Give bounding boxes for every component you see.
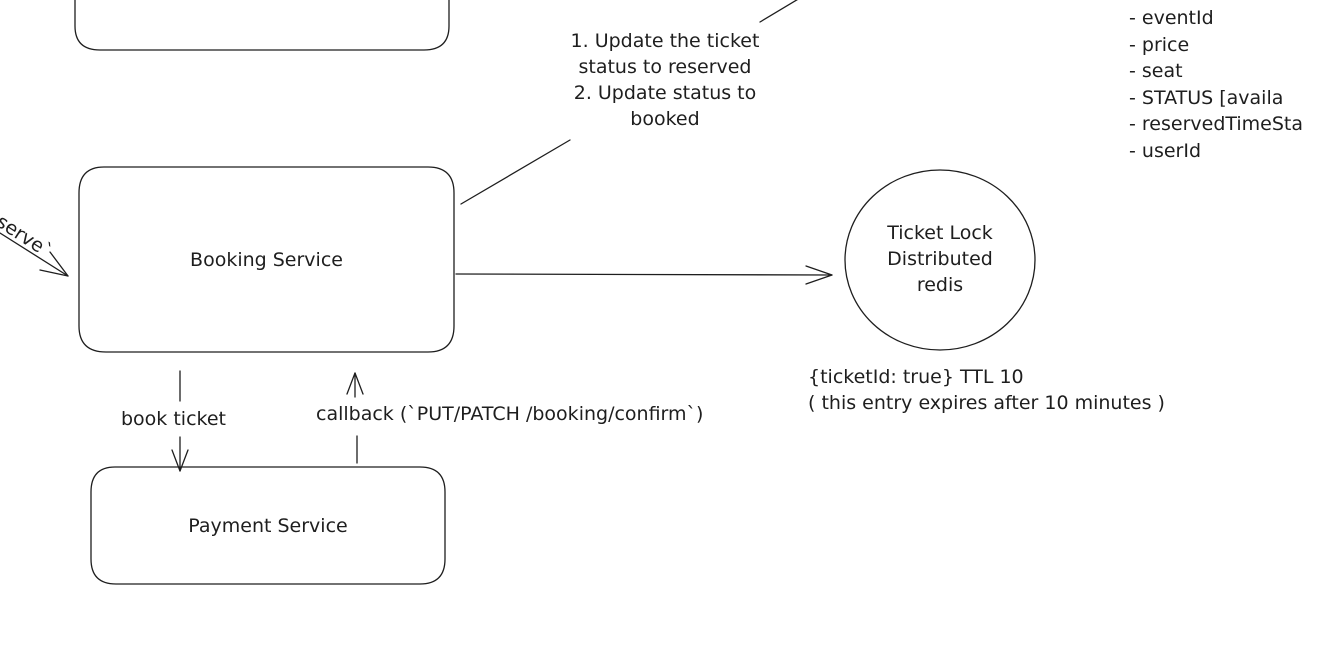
- callback-label: callback (`PUT/PATCH /booking/confirm`): [316, 403, 704, 425]
- db-update-line-1: 1. Update the ticket: [570, 30, 760, 52]
- payment-service-label: Payment Service: [188, 515, 348, 537]
- booking-service-label: Booking Service: [190, 249, 343, 271]
- callback-arrowhead: [346, 372, 364, 395]
- ticket-schema: - eventId - price - seat - STATUS [avail…: [1129, 5, 1318, 164]
- lock-entry-annotation: {ticketId: true} TTL 10: [808, 366, 1024, 388]
- ticket-lock-circle[interactable]: [844, 169, 1036, 351]
- db-line-lower[interactable]: [460, 139, 571, 205]
- schema-field-event-id: - eventId: [1129, 7, 1214, 29]
- book-ticket-arrowhead: [171, 449, 189, 472]
- lock-expiry-annotation: ( this entry expires after 10 minutes ): [808, 392, 1165, 414]
- reserve-arrow[interactable]: [0, 232, 69, 277]
- ticket-lock-line-1: Ticket Lock: [887, 222, 993, 244]
- db-update-line-3: 2. Update status to: [573, 82, 757, 104]
- lock-arrowhead: [805, 265, 833, 285]
- schema-field-reserved-timestamp: - reservedTimeSta: [1129, 113, 1304, 135]
- book-ticket-label: book ticket: [121, 408, 226, 430]
- lock-arrow[interactable]: [455, 273, 833, 276]
- schema-field-seat: - seat: [1129, 60, 1183, 82]
- schema-field-user-id: - userId: [1129, 139, 1202, 162]
- db-update-line-4: booked: [630, 108, 700, 130]
- schema-field-status: - STATUS [availa: [1129, 86, 1284, 109]
- ticket-lock-line-2: Distributed: [887, 248, 993, 270]
- schema-field-price: - price: [1129, 33, 1190, 56]
- top-service-box[interactable]: [74, 0, 450, 51]
- booking-service-box[interactable]: [78, 166, 455, 353]
- payment-service-box[interactable]: [90, 466, 446, 585]
- ticket-lock-label: Ticket Lock Distributed redis: [850, 220, 1030, 298]
- db-update-label: 1. Update the ticket status to reserved …: [530, 28, 800, 132]
- ticket-lock-line-3: redis: [916, 274, 964, 296]
- reserve-arrowhead: [39, 251, 69, 277]
- db-line-upper[interactable]: [759, 0, 800, 23]
- db-update-line-2: status to reserved: [578, 56, 752, 78]
